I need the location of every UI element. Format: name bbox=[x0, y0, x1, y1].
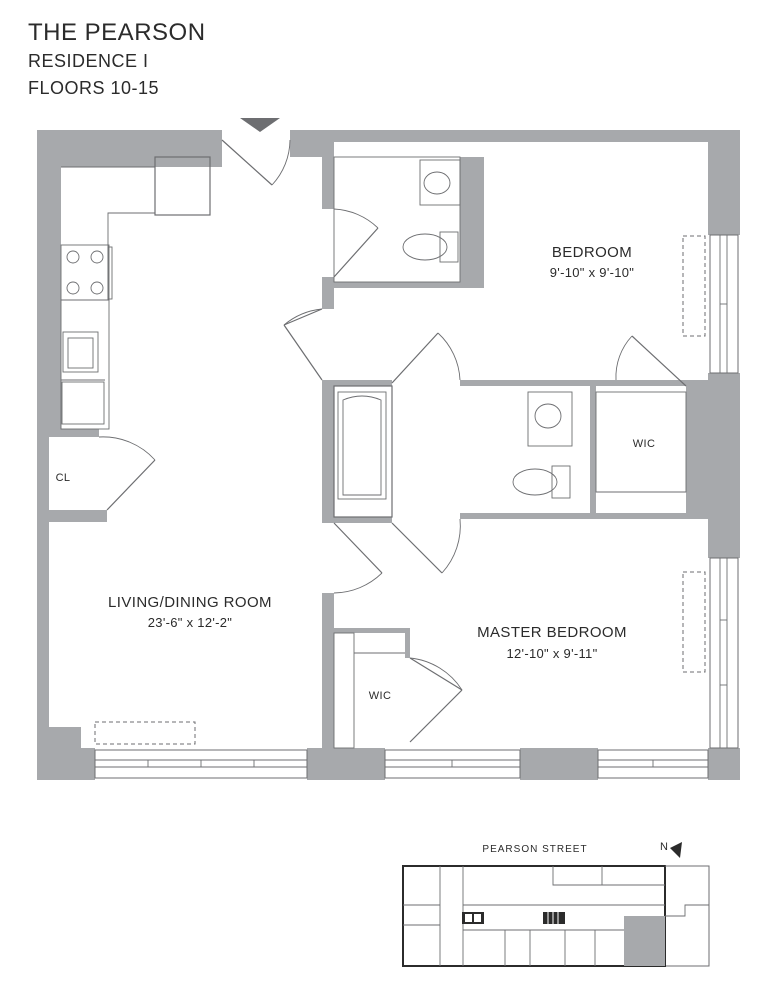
street-label: PEARSON STREET bbox=[482, 844, 587, 855]
kitchen bbox=[60, 156, 211, 430]
unit-highlight bbox=[624, 916, 665, 966]
doors bbox=[98, 139, 687, 743]
floors-label: FLOORS 10-15 bbox=[28, 78, 160, 98]
building-name: THE PEARSON bbox=[28, 19, 206, 46]
living-dining-size: 23'-6" x 12'-2" bbox=[148, 615, 233, 630]
windows bbox=[94, 234, 739, 779]
north-arrow-icon bbox=[670, 842, 682, 858]
master-wic-label: WIC bbox=[369, 690, 392, 702]
title-block: THE PEARSON RESIDENCE I FLOORS 10-15 bbox=[28, 18, 206, 102]
bedroom-size: 9'-10" x 9'-10" bbox=[550, 265, 635, 280]
master-bedroom-label: MASTER BEDROOM bbox=[477, 624, 627, 641]
bedroom-wic-label: WIC bbox=[633, 438, 656, 450]
entry-arrow-icon bbox=[240, 118, 280, 132]
bathroom-2 bbox=[333, 385, 573, 518]
closet-label: CL bbox=[56, 472, 71, 484]
living-dining-label: LIVING/DINING ROOM bbox=[108, 594, 272, 611]
key-plan: PEARSON STREET N bbox=[402, 841, 710, 967]
bathroom-1 bbox=[333, 156, 461, 283]
walls bbox=[37, 130, 740, 780]
north-label: N bbox=[660, 841, 668, 853]
residence-name: RESIDENCE I bbox=[28, 51, 149, 71]
bedroom-label: BEDROOM bbox=[552, 244, 632, 261]
master-bedroom-size: 12'-10" x 9'-11" bbox=[506, 646, 597, 661]
